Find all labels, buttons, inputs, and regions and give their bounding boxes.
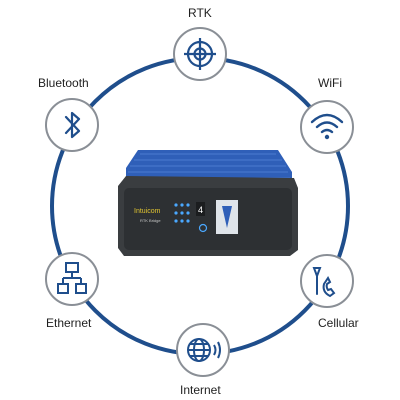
cellular-label: Cellular	[318, 316, 359, 330]
wifi-label: WiFi	[318, 76, 342, 90]
device-top-texture	[127, 153, 290, 179]
device-indicator-digit: 4	[198, 205, 203, 215]
rtk-bridge-device: Intuicom RTK Bridge 4	[118, 150, 298, 256]
cellular-antenna-phone-icon	[312, 267, 336, 298]
wifi-icon	[310, 113, 344, 134]
internet-node	[176, 323, 230, 377]
bluetooth-icon	[64, 111, 81, 139]
wifi-node	[300, 100, 354, 154]
network-tree-icon	[57, 262, 87, 294]
rtk-node	[173, 27, 227, 81]
device-status-leds	[174, 203, 190, 223]
ethernet-label: Ethernet	[46, 316, 92, 330]
internet-label: Internet	[180, 383, 221, 397]
device-front-face	[124, 188, 292, 250]
device-digit-display	[196, 202, 205, 216]
cellular-node	[300, 254, 354, 308]
bluetooth-node	[45, 98, 99, 152]
bluetooth-label: Bluetooth	[38, 76, 89, 90]
globe-signal-icon	[187, 338, 221, 362]
device-model: RTK Bridge	[140, 218, 161, 223]
rtk-label: RTK	[188, 6, 212, 20]
device-button	[198, 223, 208, 233]
device-brand: Intuicom	[134, 208, 161, 215]
ethernet-node	[45, 252, 99, 306]
device-logo-mark	[222, 206, 232, 228]
crosshair-target-icon	[184, 38, 216, 70]
